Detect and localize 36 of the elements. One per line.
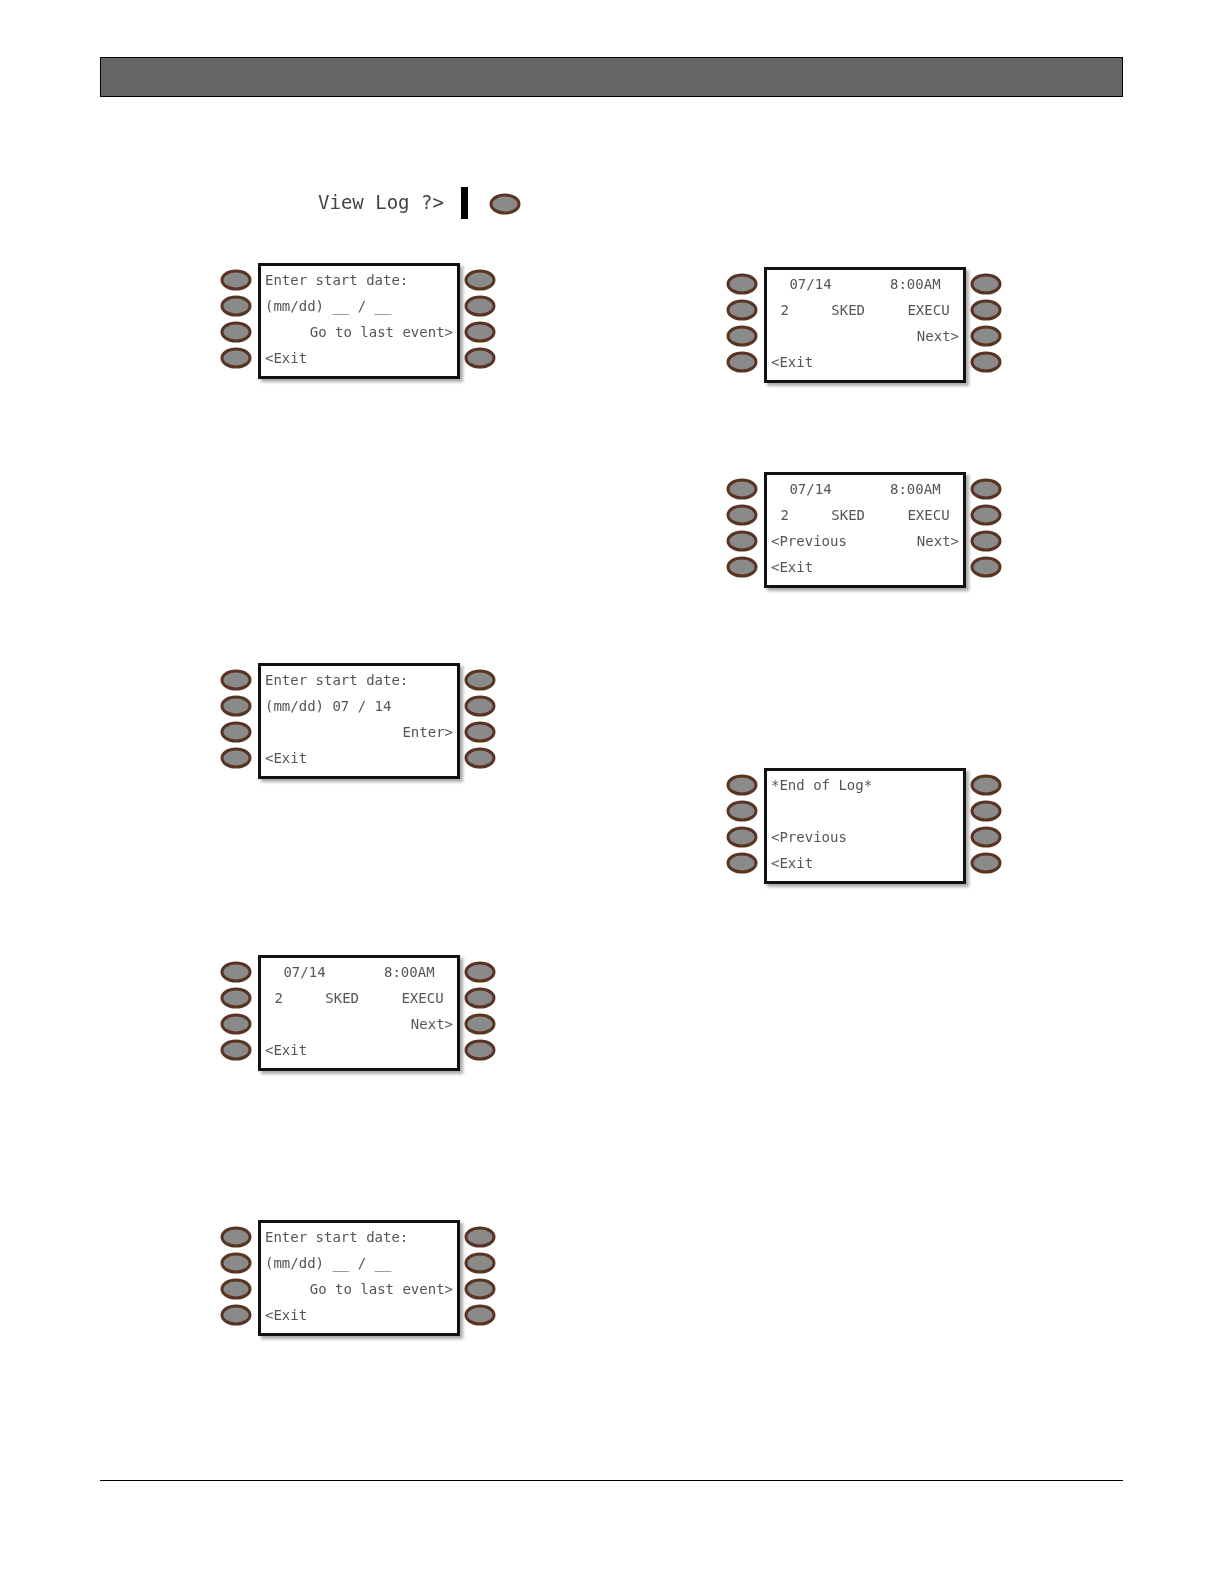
display-screen	[258, 1220, 460, 1336]
display-text: Go to last event>	[309, 1280, 453, 1298]
display-text: <Exit	[265, 749, 308, 767]
display-text: 07/14 8:00AM	[788, 275, 942, 293]
display-text: Enter start date:	[265, 1228, 409, 1246]
display-text: <Exit	[771, 558, 814, 576]
display-text: <Exit	[265, 1041, 308, 1059]
display-text: View Log ?>	[318, 190, 444, 214]
display-text: Next>	[916, 327, 959, 345]
display-screen	[258, 263, 460, 379]
display-screen	[764, 768, 966, 884]
display-text: 2 SKED EXECU	[779, 506, 951, 524]
display-text: <Previous	[771, 828, 847, 846]
display-text: *End of Log*	[771, 776, 873, 794]
display-text: Next>	[916, 532, 959, 550]
display-text: (mm/dd) __ / __	[265, 297, 392, 315]
display-text: Next>	[410, 1015, 453, 1033]
display-text: 2 SKED EXECU	[273, 989, 445, 1007]
display-text: <Exit	[771, 353, 814, 371]
display-screen	[258, 955, 460, 1071]
display-text: Enter>	[402, 723, 453, 741]
display-text: <Exit	[771, 854, 814, 872]
display-text: Enter start date:	[265, 671, 409, 689]
display-text: Go to last event>	[309, 323, 453, 341]
display-text: (mm/dd) __ / __	[265, 1254, 392, 1272]
display-screen	[764, 472, 966, 588]
display-text: 07/14 8:00AM	[282, 963, 436, 981]
display-text: Enter start date:	[265, 271, 409, 289]
display-text: <Previous	[771, 532, 847, 550]
display-text: 07/14 8:00AM	[788, 480, 942, 498]
display-text: (mm/dd) 07 / 14	[265, 697, 392, 715]
display-screen	[258, 663, 460, 779]
display-text: <Exit	[265, 349, 308, 367]
display-text: 2 SKED EXECU	[779, 301, 951, 319]
display-screen	[764, 267, 966, 383]
display-text: <Exit	[265, 1306, 308, 1324]
